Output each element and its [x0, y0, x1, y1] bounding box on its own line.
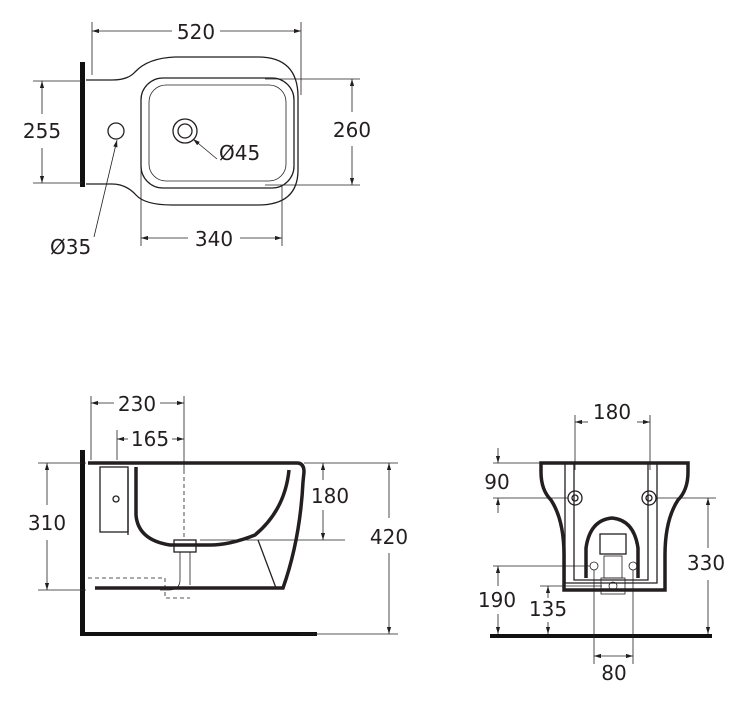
dim-tap-hole: Ø45: [219, 141, 260, 165]
water-inlet-right: [628, 561, 638, 571]
back-fixing-hole-right: [641, 490, 657, 506]
side-view-back-block: [99, 466, 129, 533]
dim-520: 520: [177, 20, 215, 44]
dim-260: 260: [333, 118, 371, 142]
back-view-body: [539, 461, 690, 592]
back-view-waste: [599, 533, 627, 555]
dim-340: 340: [195, 227, 233, 251]
dim-back-90: 90: [484, 470, 509, 494]
back-fixing-hole-left: [567, 490, 583, 506]
fixing-hole: [107, 122, 125, 140]
tap-hole-inner: [177, 123, 193, 139]
side-view-bowl: [134, 467, 291, 547]
waste-fitting: [173, 539, 197, 553]
side-view-body: [88, 461, 306, 590]
dim-180: 180: [311, 484, 349, 508]
water-inlet-left: [589, 561, 599, 571]
dim-255: 255: [23, 119, 61, 143]
dim-230: 230: [118, 392, 156, 416]
top-view-bowl-inner: [148, 84, 287, 182]
side-view-wall: [80, 450, 85, 636]
back-view-floor: [490, 634, 712, 638]
dim-back-180: 180: [593, 400, 631, 424]
top-view: 520 255 260 340 Ø45 Ø35: [23, 20, 371, 259]
side-view-floor: [80, 632, 317, 636]
dim-165: 165: [131, 427, 169, 451]
top-view-outline: [86, 56, 299, 206]
dim-420: 420: [370, 525, 408, 549]
tap-hole-outer: [172, 118, 198, 144]
dim-fixing-hole: Ø35: [50, 235, 91, 259]
dim-back-190: 190: [478, 588, 516, 612]
back-view-frame: [564, 463, 658, 584]
dim-back-135: 135: [529, 597, 567, 621]
dim-310: 310: [28, 511, 66, 535]
back-view: 180 90 330 190 135 80: [478, 400, 725, 685]
dim-back-330: 330: [687, 551, 725, 575]
top-view-bowl-rim: [140, 77, 295, 189]
top-view-wall: [80, 62, 85, 187]
side-view: 230 165 310 180 420: [28, 392, 408, 636]
dim-back-80: 80: [601, 661, 626, 685]
back-view-outlet: [584, 516, 640, 578]
